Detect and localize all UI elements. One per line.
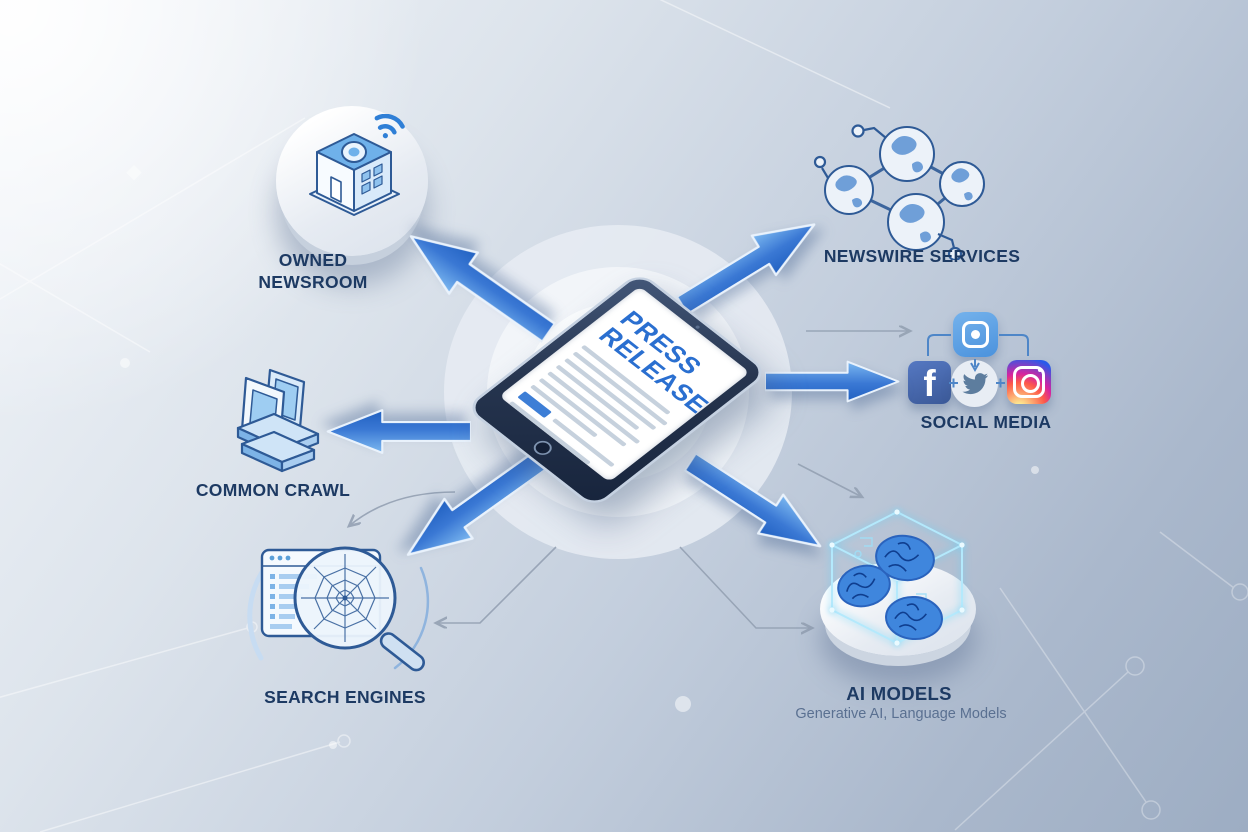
owned-newsroom-label: OWNED NEWSROOM xyxy=(258,250,368,292)
globe-network-icon xyxy=(813,124,985,260)
ai-models-label: AI MODELS xyxy=(846,683,952,704)
brain-blobs xyxy=(837,534,943,641)
social-media-label: SOCIAL MEDIA xyxy=(920,412,1052,432)
common-crawl-label: COMMON CRAWL xyxy=(195,480,351,500)
arrow-to-newswire-services xyxy=(675,223,816,316)
facebook-icon: f xyxy=(908,361,951,404)
arrow-to-search-engines xyxy=(406,450,548,556)
search-engines-label: SEARCH ENGINES xyxy=(264,687,426,707)
twitter-icon xyxy=(951,360,998,407)
facebook-glyph: f xyxy=(923,363,936,404)
newswire-services-label: NEWSWIRE SERVICES xyxy=(823,246,1021,266)
tablet-camera-dot xyxy=(694,324,701,330)
archive-books-icon xyxy=(236,368,320,473)
newsroom-building-icon xyxy=(309,114,405,216)
arrow-to-social-media xyxy=(765,360,900,403)
ai-brain-cube-icon xyxy=(829,509,965,646)
web-crawler-magnifier-icon xyxy=(247,546,430,672)
arrow-to-ai-models xyxy=(683,452,822,548)
arrow-to-owned-newsroom xyxy=(409,235,557,344)
tablet-home-button xyxy=(530,437,556,458)
camera-share-icon xyxy=(953,312,998,357)
ai-models-sublabel: Generative AI, Language Models xyxy=(795,706,1007,722)
magnifier-web xyxy=(293,546,425,672)
instagram-icon xyxy=(1007,360,1051,404)
wifi-icon xyxy=(374,114,405,139)
arrow-to-common-crawl xyxy=(326,409,471,454)
